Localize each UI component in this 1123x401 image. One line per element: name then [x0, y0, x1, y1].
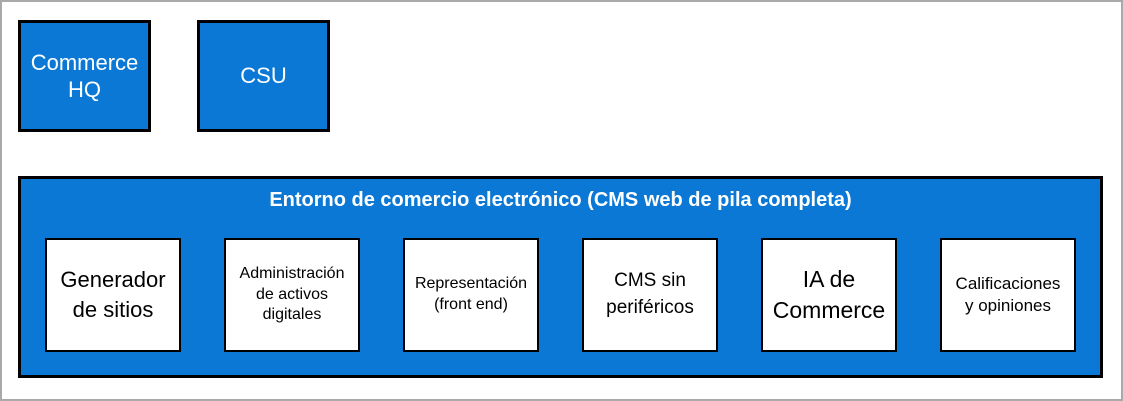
- ecommerce-environment-container: Entorno de comercio electrónico (CMS web…: [18, 176, 1103, 378]
- module-commerce-ai: IA de Commerce: [761, 238, 897, 352]
- module-ratings-reviews-label: Calificaciones y opiniones: [955, 273, 1061, 315]
- module-front-end-rendering: Representación (front end): [403, 238, 539, 352]
- box-csu-label: CSU: [240, 63, 287, 89]
- box-csu: CSU: [197, 20, 330, 132]
- module-site-builder: Generador de sitios: [45, 238, 181, 352]
- module-ratings-reviews: Calificaciones y opiniones: [940, 238, 1076, 352]
- module-site-builder-label: Generador de sitios: [60, 267, 166, 322]
- module-front-end-rendering-label: Representación (front end): [414, 275, 528, 313]
- environment-title: Entorno de comercio electrónico (CMS web…: [269, 189, 852, 211]
- module-headless-cms-label: CMS sin periféricos: [606, 270, 694, 318]
- module-headless-cms: CMS sin periféricos: [582, 238, 718, 352]
- modules-row: Generador de sitios Administración de ac…: [45, 238, 1076, 352]
- module-digital-asset-management-label: Administración de activos digitales: [239, 264, 345, 324]
- box-commerce-hq: Commerce HQ: [18, 20, 151, 132]
- module-commerce-ai-label: IA de Commerce: [772, 265, 886, 323]
- module-digital-asset-management: Administración de activos digitales: [224, 238, 360, 352]
- box-commerce-hq-label: Commerce HQ: [30, 49, 139, 103]
